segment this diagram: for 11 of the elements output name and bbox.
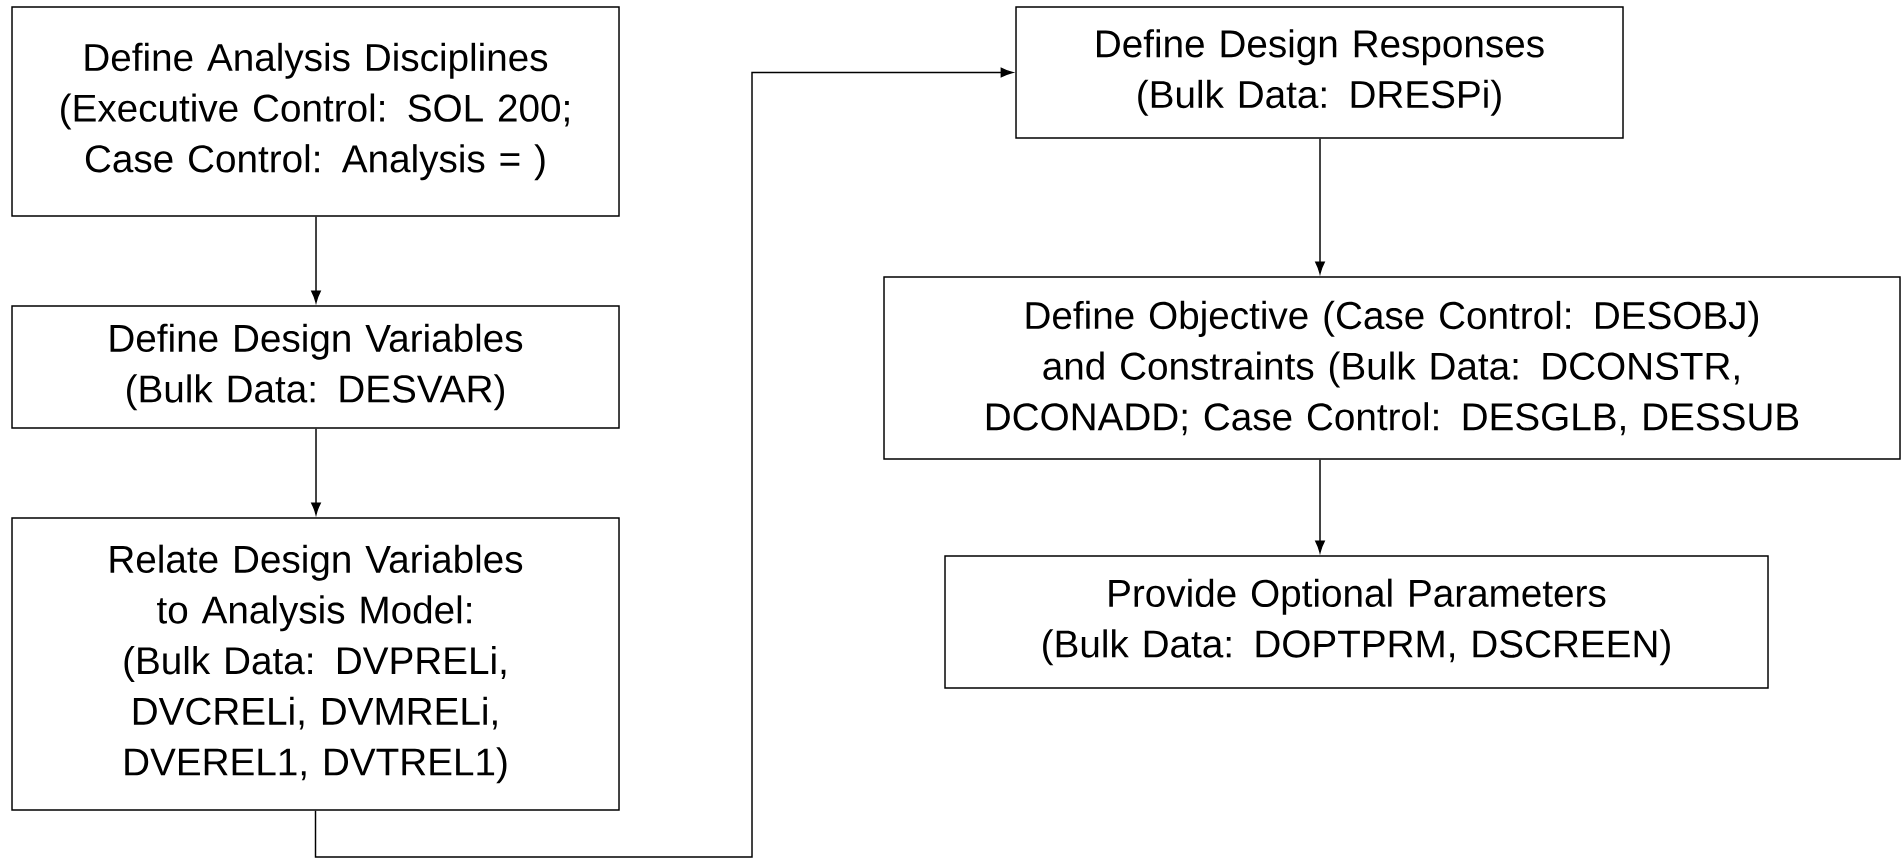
arrow [311, 216, 321, 303]
process-box: Provide Optional Parameters (Bulk Data: DOPTPRM, DSCREEN) [944, 555, 1769, 689]
process-box: Define Analysis Disciplines (Executive Control: SOL 200; Case Control: Analysis = ) [11, 6, 620, 217]
process-box: Define Design Responses (Bulk Data: DRESPi) [1015, 6, 1624, 139]
process-box: Define Design Variables (Bulk Data: DESVAR) [11, 305, 620, 429]
process-box: Define Objective (Case Control: DESOBJ) and Constraints (Bulk Data: DCONSTR, DCONADD; Case Control: DESGLB, DESSUB [883, 276, 1901, 460]
process-box: Relate Design Variables to Analysis Model: (Bulk Data: DVPRELi, DVCRELi, DVMRELi, DVEREL1, DVTREL1) [11, 517, 620, 811]
arrow [311, 428, 321, 515]
arrow [1315, 138, 1325, 274]
arrow [1315, 459, 1325, 553]
arrow [314, 67, 1013, 858]
